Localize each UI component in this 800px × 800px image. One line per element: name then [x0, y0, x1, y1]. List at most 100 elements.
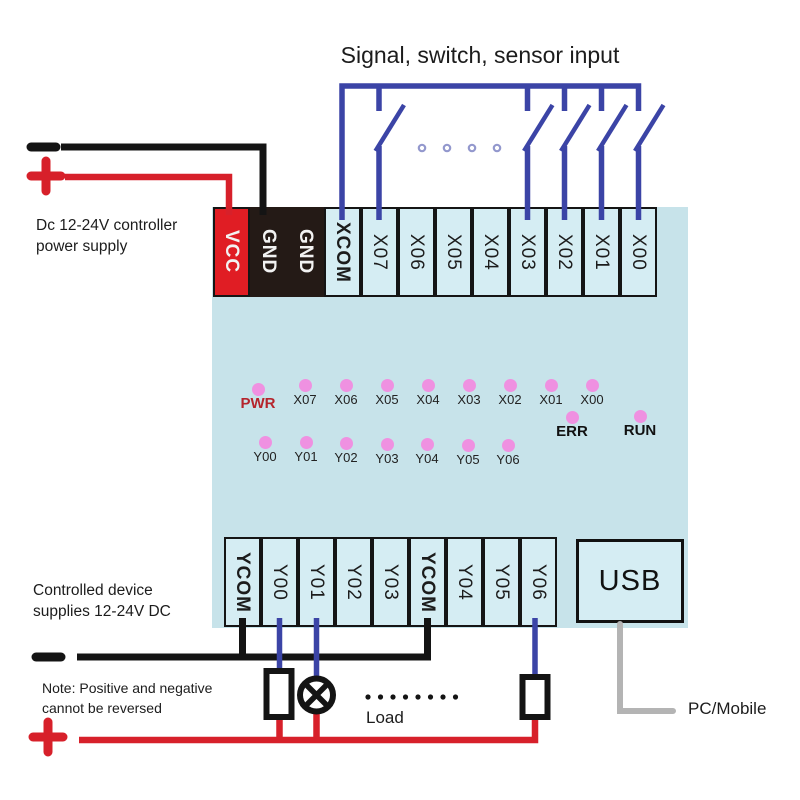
input-bus-and-xcom-wire — [339, 83, 642, 220]
terminal-y02: Y02 — [335, 537, 372, 627]
led-y02: Y02 — [324, 437, 368, 465]
led-x06: X06 — [324, 379, 368, 407]
terminal-y06-label: Y06 — [528, 563, 549, 601]
terminal-y06: Y06 — [520, 537, 557, 627]
led-y00: Y00 — [243, 436, 287, 464]
terminal-gnd-1: GND — [250, 207, 287, 297]
led-err: ERR — [550, 411, 594, 439]
lamp-symbol — [297, 675, 336, 715]
led-x05: X05 — [365, 379, 409, 407]
load-symbols — [263, 668, 551, 720]
led-x02-label: X02 — [498, 392, 522, 407]
led-y02-label: Y02 — [334, 450, 358, 465]
usb-label: USB — [598, 564, 662, 597]
plus-symbol-top — [26, 156, 66, 196]
led-y05-label: Y05 — [456, 452, 480, 467]
terminal-x05-label: X05 — [443, 233, 464, 271]
terminal-x07: X07 — [361, 207, 398, 297]
led-x00-dot — [585, 379, 599, 392]
led-y06-dot — [501, 439, 515, 452]
power-supply-annotation: Dc 12-24V controller power supply — [36, 217, 178, 255]
switch-x07-icon — [373, 103, 406, 153]
led-run-dot — [633, 410, 647, 423]
terminal-ycom-1-label: YCOM — [232, 551, 253, 613]
led-x01-label: X01 — [539, 392, 563, 407]
terminal-x04-label: X04 — [480, 233, 501, 271]
led-y01: Y01 — [284, 436, 328, 464]
led-x03-dot — [462, 379, 476, 392]
terminal-x02: X02 — [546, 207, 583, 297]
vcc-supply-wire — [65, 173, 233, 215]
led-err-dot — [565, 411, 579, 424]
led-x05-dot — [380, 379, 394, 392]
led-y06-label: Y06 — [496, 452, 520, 467]
load-annotation: Load — [366, 708, 404, 727]
led-y04: Y04 — [405, 438, 449, 466]
terminal-y05-label: Y05 — [491, 563, 512, 601]
led-x03-label: X03 — [457, 392, 481, 407]
led-x02-dot — [503, 379, 517, 392]
led-y06: Y06 — [486, 439, 530, 467]
diagram-title: Signal, switch, sensor input — [340, 42, 620, 68]
led-y01-label: Y01 — [294, 449, 318, 464]
terminal-xcom-label: XCOM — [332, 221, 353, 283]
led-y05-dot — [461, 439, 475, 452]
terminal-x05: X05 — [435, 207, 472, 297]
terminal-y01-label: Y01 — [306, 563, 327, 601]
led-y03-dot — [380, 438, 394, 451]
led-x07-dot — [298, 379, 312, 392]
led-x05-label: X05 — [375, 392, 399, 407]
pc-mobile-annotation: PC/Mobile — [688, 699, 767, 718]
led-x00-label: X00 — [580, 392, 604, 407]
led-y04-dot — [420, 438, 434, 451]
led-y00-label: Y00 — [253, 449, 277, 464]
terminal-x03-label: X03 — [517, 233, 538, 271]
switch-blade-icons — [373, 103, 666, 153]
led-y01-dot — [299, 436, 313, 449]
input-bus-wires — [339, 83, 666, 220]
terminal-vcc-label: VCC — [221, 230, 242, 274]
led-y05: Y05 — [446, 439, 490, 467]
terminal-ycom-2: YCOM — [409, 537, 446, 627]
resistor-symbol-left — [263, 668, 295, 720]
led-pwr-label: PWR — [240, 395, 276, 412]
terminal-x00: X00 — [620, 207, 657, 297]
led-x06-label: X06 — [334, 392, 358, 407]
led-x04-dot — [421, 379, 435, 392]
terminal-x01: X01 — [583, 207, 620, 297]
terminal-x00-label: X00 — [628, 233, 649, 271]
terminal-x06-label: X06 — [406, 233, 427, 271]
usb-cable — [617, 621, 676, 714]
led-x00: X00 — [570, 379, 614, 407]
terminal-xcom: XCOM — [324, 207, 361, 297]
led-pwr: PWR — [236, 383, 280, 411]
terminal-y03: Y03 — [372, 537, 409, 627]
gnd-supply-wire — [61, 143, 267, 215]
terminal-y03-label: Y03 — [380, 563, 401, 601]
terminal-ycom-2-label: YCOM — [417, 551, 438, 613]
led-x01: X01 — [529, 379, 573, 407]
terminal-x01-label: X01 — [591, 233, 612, 271]
terminal-x06: X06 — [398, 207, 435, 297]
led-x04: X04 — [406, 379, 450, 407]
load-ellipsis-dots — [365, 694, 459, 700]
led-x06-dot — [339, 379, 353, 392]
led-x07-label: X07 — [293, 392, 317, 407]
led-pwr-dot — [251, 383, 265, 396]
led-y03: Y03 — [365, 438, 409, 466]
terminal-x02-label: X02 — [554, 233, 575, 271]
switch-x03-icon — [522, 103, 555, 153]
led-x01-dot — [544, 379, 558, 392]
terminal-y02-label: Y02 — [343, 563, 364, 601]
led-y03-label: Y03 — [375, 451, 399, 466]
top-terminal-strip: VCC GND GND XCOM X07 X06 X05 X04 X03 X02… — [213, 207, 657, 297]
led-run-label: RUN — [623, 422, 657, 439]
switch-x00-icon — [633, 103, 666, 153]
led-x07: X07 — [283, 379, 327, 407]
terminal-y00-label: Y00 — [269, 563, 290, 601]
terminal-gnd-2-label: GND — [295, 229, 316, 275]
switch-ellipsis-dots — [417, 143, 502, 153]
plus-symbol-bottom — [28, 717, 68, 757]
terminal-vcc: VCC — [213, 207, 250, 297]
